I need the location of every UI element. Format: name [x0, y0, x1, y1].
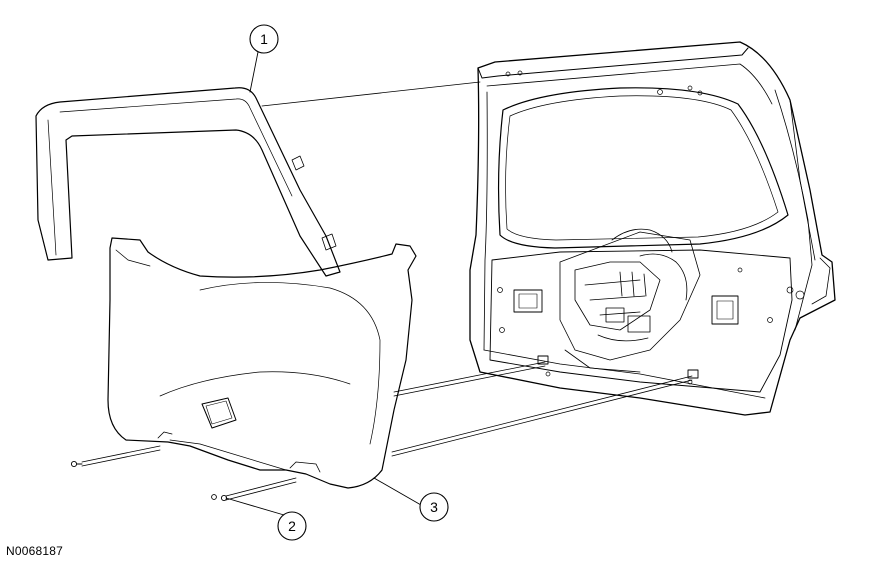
liftgate-left-frame: [483, 91, 488, 351]
upper-trim-outline: [35, 87, 341, 277]
window-opening-inner: [505, 95, 779, 241]
align-line-lower-1: [393, 361, 546, 393]
align-line-screw-mid-b: [225, 481, 297, 501]
align-line-screw-left: [81, 445, 161, 463]
liftgate-right-edge: [789, 99, 816, 261]
lower-trim-outline: [107, 237, 417, 489]
screw-mid-1: [211, 494, 217, 500]
clip-liftgate-left: [537, 355, 549, 365]
trim-handle-recess: [201, 397, 237, 429]
callout-leaders: [225, 51, 422, 516]
liftgate-top-inner: [486, 63, 773, 105]
callout-1-label: 1: [260, 31, 268, 47]
lower-trim-contour: [159, 371, 351, 397]
align-line-upper: [261, 81, 481, 107]
callout-2-leader: [225, 497, 285, 516]
align-line-screw-mid: [225, 477, 297, 497]
align-line-lower-2b: [391, 379, 693, 457]
left-bracket: [513, 289, 543, 313]
trim-left-tab: [157, 431, 173, 439]
liftgate-outline: [469, 41, 836, 416]
latch-mechanism: [559, 228, 701, 373]
trim-bottom-tab: [289, 461, 321, 473]
upper-trim-inner-edge: [59, 98, 293, 197]
liftgate-assembly: [469, 41, 836, 416]
liftgate-trim-edge: [811, 257, 831, 305]
liftgate-right-frame: [774, 89, 813, 331]
align-line-lower-2: [391, 375, 693, 453]
clip-liftgate-right: [687, 369, 699, 379]
right-bracket-inner: [716, 300, 734, 320]
trim-handle-recess-inner: [205, 400, 233, 425]
callout-1-leader: [249, 51, 259, 93]
callout-3-leader: [373, 477, 422, 506]
callout-1-circle: [249, 24, 279, 54]
lower-trim-panel: [107, 237, 417, 489]
upper-trim-clips: [291, 155, 337, 251]
callout-2-label: 2: [288, 518, 296, 534]
left-bracket-inner: [518, 293, 538, 309]
lower-trim-bottom: [169, 439, 287, 471]
callout-2-circle: [277, 511, 307, 541]
liftgate-bottom-ledge: [483, 349, 766, 399]
lower-trim-bulge: [199, 282, 381, 445]
upper-trim-panel: [35, 87, 341, 277]
liftgate-lower-panel: [489, 249, 793, 393]
align-line-screw-left-b: [81, 449, 161, 467]
figure-id: N0068187: [6, 544, 63, 558]
callout-3-circle: [419, 492, 449, 522]
liftgate-holes: [497, 70, 805, 385]
alignment-lines: [81, 81, 693, 501]
right-bracket: [711, 295, 739, 325]
window-opening: [497, 87, 789, 249]
upper-trim-left-leg: [47, 119, 57, 256]
lower-trim-ridge: [115, 249, 151, 267]
callout-3-label: 3: [430, 499, 438, 515]
screw-left: [70, 460, 83, 468]
liftgate-top-lip: [477, 47, 749, 79]
align-line-lower-1b: [393, 365, 546, 397]
